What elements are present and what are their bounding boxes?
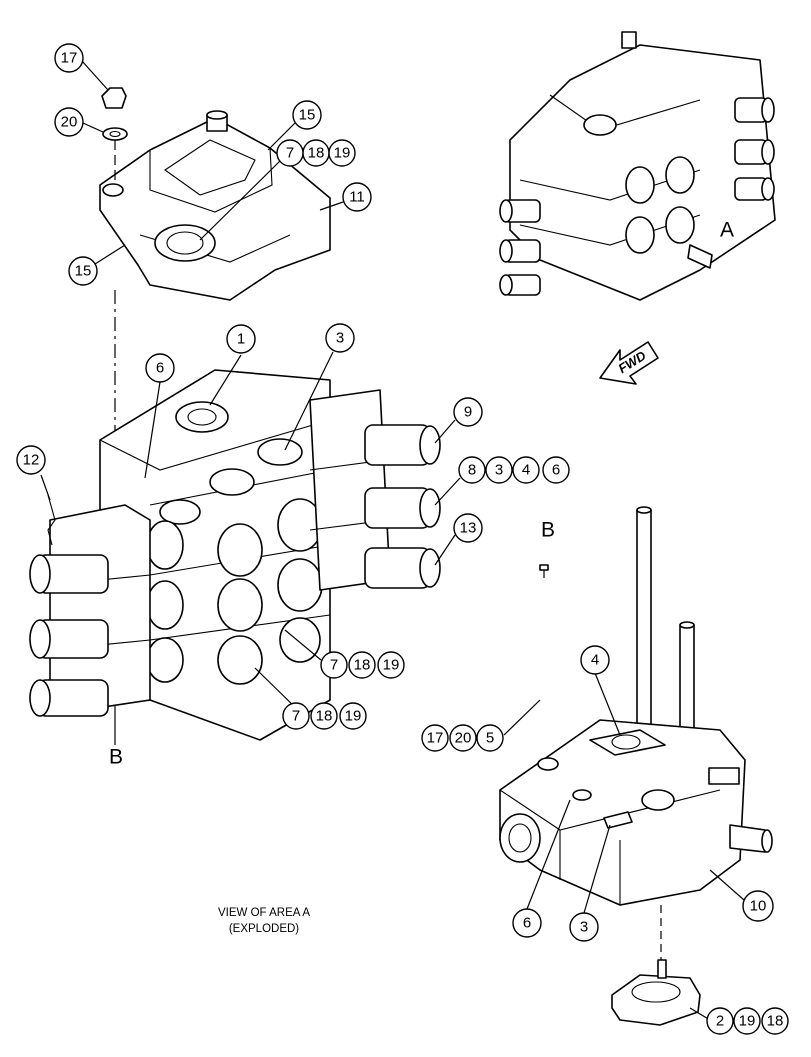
svg-text:5: 5 <box>486 730 494 747</box>
callout-7-mid: 7 <box>320 651 348 679</box>
svg-text:6: 6 <box>552 462 560 479</box>
svg-text:11: 11 <box>349 189 365 206</box>
svg-text:10: 10 <box>750 898 767 915</box>
callouts: 17 20 15 7 18 19 11 15 1 3 6 12 9 8 3 4 … <box>16 43 789 1035</box>
callout-15-left: 15 <box>68 256 98 286</box>
callout-9: 9 <box>453 397 483 427</box>
callout-6-lower: 6 <box>512 908 542 938</box>
callout-10: 10 <box>742 890 774 922</box>
forward-direction-arrow: FWD <box>599 341 659 385</box>
svg-text:19: 19 <box>383 657 400 674</box>
callout-15-top: 15 <box>292 100 322 130</box>
svg-text:3: 3 <box>336 330 344 347</box>
svg-text:19: 19 <box>739 1013 756 1030</box>
callout-4-lower: 4 <box>580 645 610 675</box>
svg-text:3: 3 <box>495 462 503 479</box>
callout-12: 12 <box>16 445 46 475</box>
callout-3-lower: 3 <box>569 912 599 942</box>
svg-text:18: 18 <box>316 708 333 725</box>
svg-text:1: 1 <box>237 331 245 348</box>
svg-text:4: 4 <box>591 652 599 669</box>
callout-19-low: 19 <box>339 702 367 730</box>
top-cover-assembly <box>99 87 331 435</box>
svg-text:7: 7 <box>292 708 300 725</box>
callout-18-top: 18 <box>302 139 330 167</box>
svg-text:15: 15 <box>299 107 316 124</box>
svg-text:20: 20 <box>61 114 78 131</box>
svg-text:17: 17 <box>61 50 78 67</box>
svg-text:20: 20 <box>455 730 472 747</box>
callout-18-bottom: 18 <box>761 1007 789 1035</box>
overview-valve-assembly <box>499 31 776 301</box>
callout-4-right: 4 <box>512 456 540 484</box>
callout-18-low: 18 <box>310 702 338 730</box>
callout-18-mid: 18 <box>348 651 376 679</box>
callout-8: 8 <box>458 456 486 484</box>
callout-5: 5 <box>476 724 504 752</box>
svg-text:3: 3 <box>580 919 588 936</box>
callout-17-low: 17 <box>421 724 449 752</box>
svg-text:8: 8 <box>468 462 476 479</box>
svg-text:6: 6 <box>156 360 164 377</box>
main-valve-bank <box>29 369 441 741</box>
callout-13: 13 <box>453 513 483 543</box>
svg-text:18: 18 <box>767 1013 784 1030</box>
svg-text:12: 12 <box>23 452 40 469</box>
svg-text:15: 15 <box>75 263 92 280</box>
view-b-label-lower: B <box>109 746 123 769</box>
callout-7-top: 7 <box>276 139 304 167</box>
svg-text:7: 7 <box>330 657 338 674</box>
svg-text:4: 4 <box>522 462 530 479</box>
area-a-label: A <box>720 219 734 242</box>
view-b-label-upper: B <box>541 519 555 542</box>
svg-text:18: 18 <box>354 657 371 674</box>
svg-text:13: 13 <box>460 520 477 537</box>
svg-text:7: 7 <box>286 145 294 162</box>
svg-text:2: 2 <box>716 1013 724 1030</box>
callout-7-low: 7 <box>282 702 310 730</box>
svg-text:19: 19 <box>334 145 351 162</box>
callout-19-mid: 19 <box>377 651 405 679</box>
callout-6-right: 6 <box>542 456 570 484</box>
svg-text:18: 18 <box>308 145 325 162</box>
callout-19-bottom: 19 <box>733 1007 761 1035</box>
callout-20: 20 <box>54 107 84 137</box>
svg-text:17: 17 <box>427 730 444 747</box>
callout-19-top: 19 <box>328 139 356 167</box>
callout-20-low: 20 <box>449 724 477 752</box>
callout-11: 11 <box>342 182 372 212</box>
callout-6-main: 6 <box>145 353 175 383</box>
callout-3-right: 3 <box>485 456 513 484</box>
exploded-valve-section <box>499 506 773 1026</box>
caption-line-1: VIEW OF AREA A <box>218 907 310 919</box>
callout-1: 1 <box>226 324 256 354</box>
callout-3-main: 3 <box>325 323 355 353</box>
svg-text:9: 9 <box>464 404 472 421</box>
callout-2: 2 <box>706 1007 734 1035</box>
svg-text:6: 6 <box>523 915 531 932</box>
svg-text:19: 19 <box>345 708 362 725</box>
caption-line-2: (EXPLODED) <box>229 923 299 935</box>
callout-17: 17 <box>54 43 84 73</box>
